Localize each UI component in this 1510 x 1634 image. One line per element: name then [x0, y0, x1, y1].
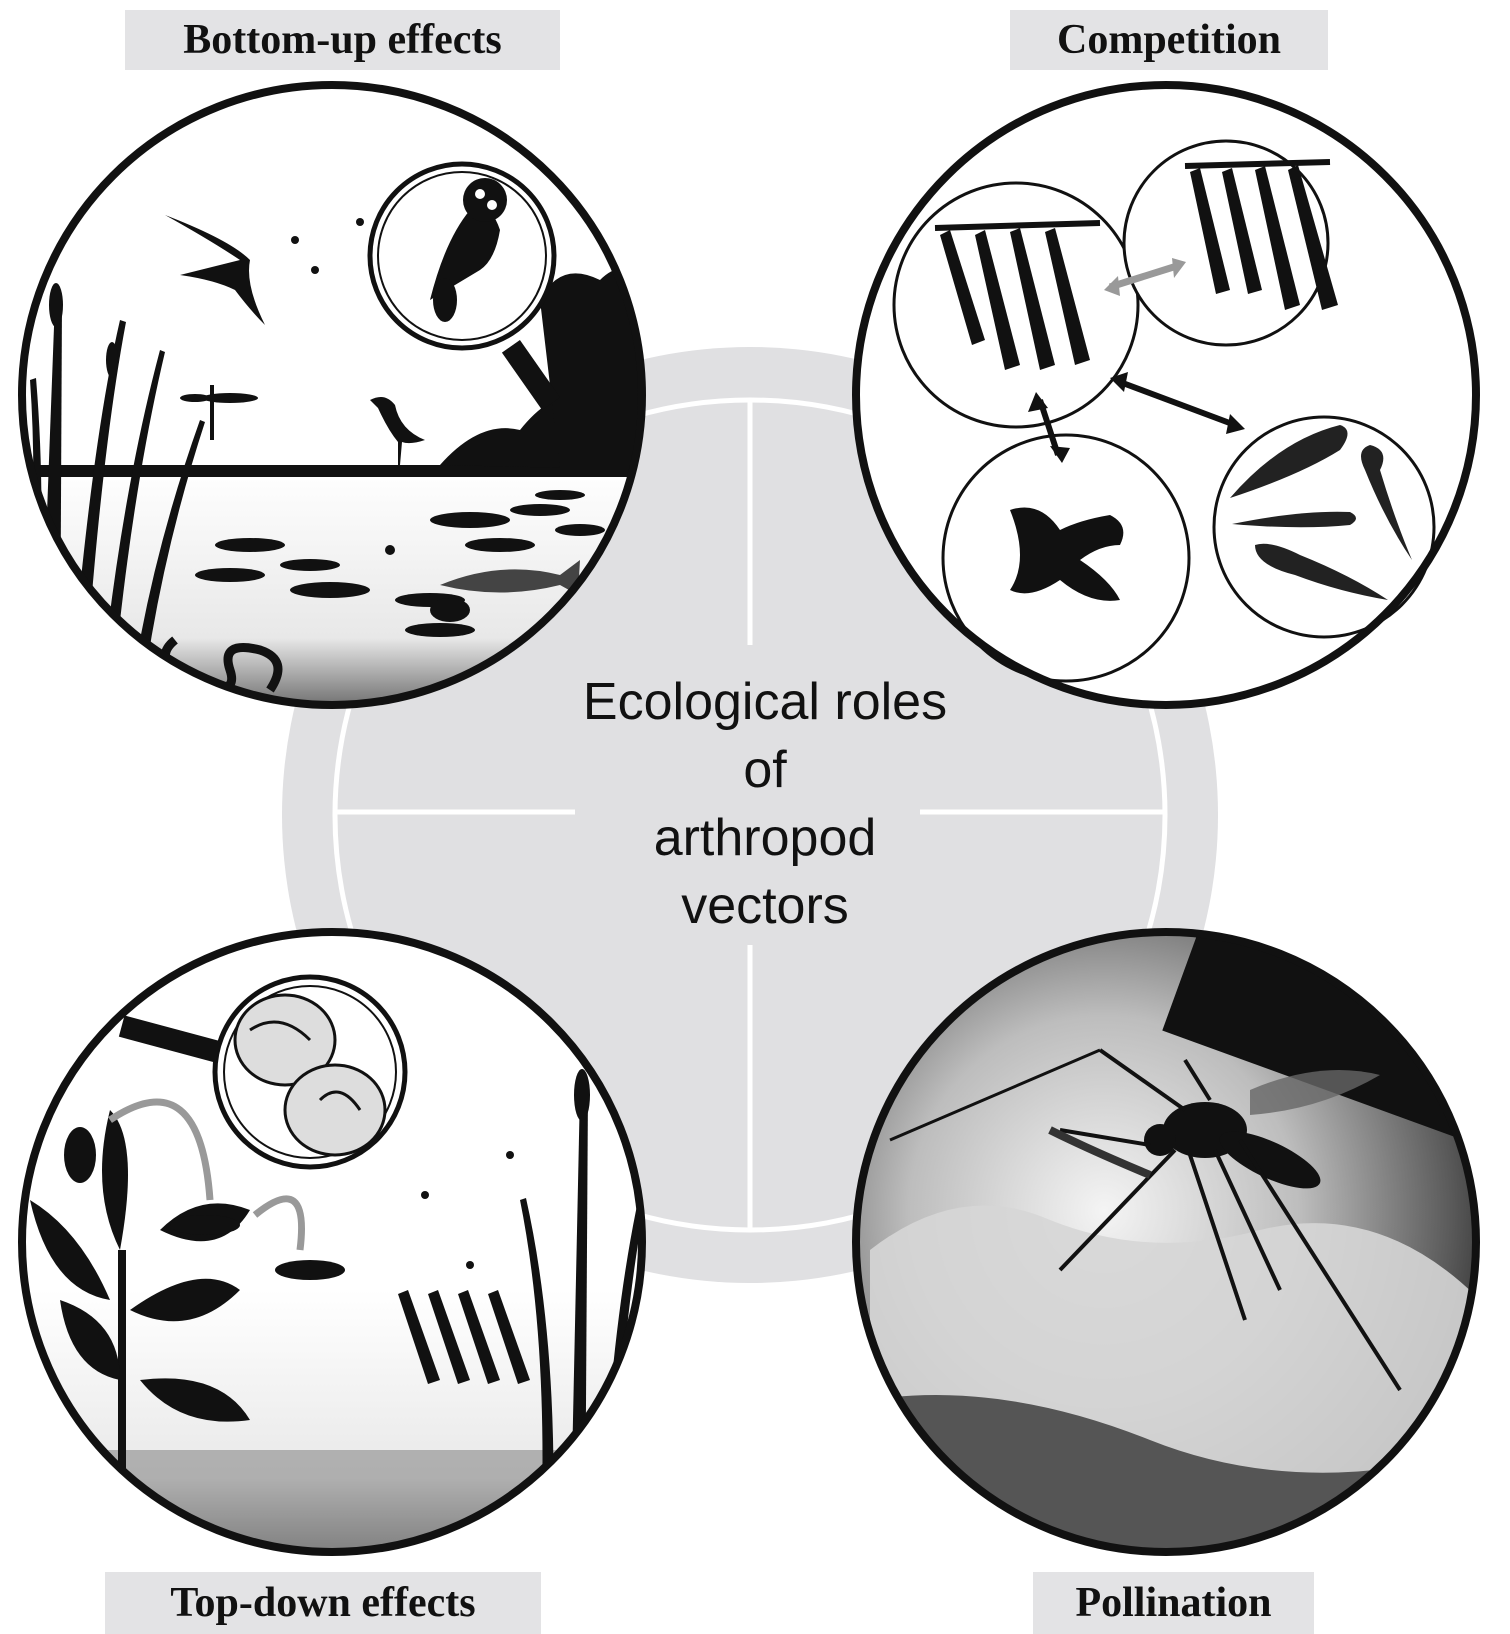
center-title-line-4: vectors	[520, 872, 1010, 940]
panel-label-bottom-up: Bottom-up effects	[125, 10, 560, 70]
bug-icon	[170, 1215, 240, 1235]
larvae-group-1	[894, 183, 1138, 427]
competition-panel	[856, 85, 1476, 705]
tadpoles-group	[1214, 417, 1434, 637]
beetle-icon	[64, 1127, 96, 1183]
center-title-line-3: arthropod	[520, 804, 1010, 872]
bug-icon	[275, 1260, 345, 1280]
panel-label-competition: Competition	[1010, 10, 1328, 70]
center-title-line-1: Ecological roles	[520, 668, 1010, 736]
frog-icon	[430, 598, 470, 622]
center-title: Ecological roles of arthropod vectors	[520, 668, 1010, 940]
center-title-line-2: of	[520, 736, 1010, 804]
panel-label-top-down: Top-down effects	[105, 1572, 541, 1634]
panel-label-pollination: Pollination	[1033, 1572, 1314, 1634]
